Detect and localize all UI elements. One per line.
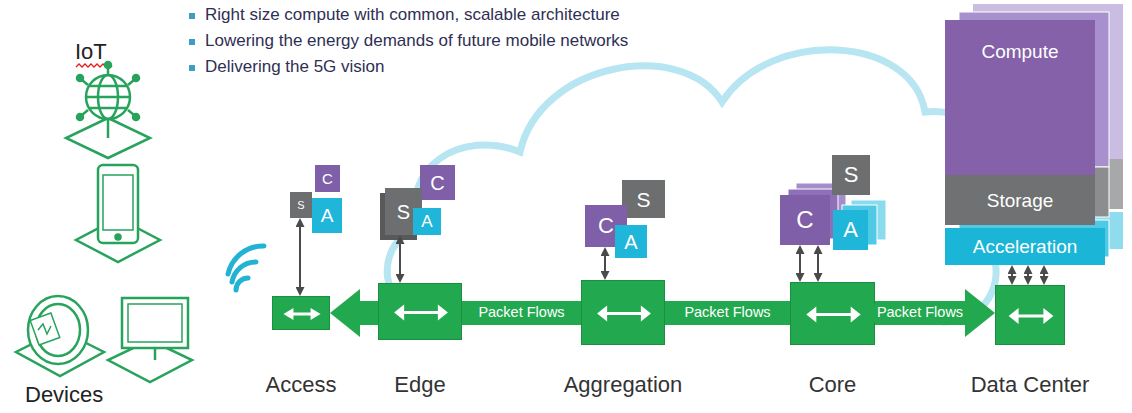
flow-label: Packet Flows [475,304,567,322]
bullet-marker [189,39,195,45]
resource-label: C [322,171,333,186]
arrow-shaft [812,313,854,316]
arrow-head [1009,308,1019,324]
link-arrow [1043,274,1045,276]
link-arrow [1027,274,1029,276]
switch-arrows [273,297,331,331]
resource-label: A [321,206,334,225]
switch-arrows [791,283,876,346]
phone-icon [76,165,160,262]
arrow-shaft [400,311,442,314]
switch-arrows [996,286,1066,346]
network-switch: Access [272,296,330,330]
resource-label: Storage [987,191,1054,210]
network-switch: Aggregation [581,280,665,345]
link-arrow [1011,274,1013,276]
link-arrow [399,244,401,274]
network-switch: Data Center [995,285,1065,345]
bullet-text: Right size compute with common, scalable… [205,6,620,25]
devices-label: Devices [25,383,103,407]
iot-heading: IoT [75,40,107,64]
arrow-shaft [603,312,645,315]
resource-box: A [312,198,342,233]
packet-flow-band [462,301,581,325]
resource-box: Storage [945,175,1095,225]
monitor-icon [108,298,192,382]
resource-label: C [598,215,614,237]
arrow-head [283,308,293,320]
resource-box: C [780,195,830,245]
resource-box: S [622,180,665,218]
arrow-head [851,307,861,323]
link-arrow [299,227,301,287]
watch-icon [16,296,104,376]
network-switch: Edge [378,283,462,340]
tier-label: Access [266,374,337,396]
resource-box: Acceleration [945,228,1105,265]
tier-label: Data Center [971,374,1090,396]
resource-label: A [843,219,858,241]
resource-label: S [297,200,304,211]
tier-label: Core [809,374,857,396]
wifi-symbol [228,246,264,290]
link-arrow [817,254,819,273]
resource-label: Acceleration [973,237,1078,256]
link-arrow [799,254,801,273]
arrow-head [311,308,321,320]
flow-label: Packet Flows [681,304,773,322]
resource-box: A [615,225,647,258]
switch-arrows [379,284,463,341]
arrow-head [597,306,607,322]
resource-box: S [290,192,312,218]
flow-label: Packet Flows [874,304,966,322]
globe-icon [66,62,150,158]
resource-box: A [833,210,868,250]
bullet-marker [189,65,195,71]
network-switch: Core [790,282,875,345]
resource-box: C [315,165,340,192]
resource-box: S [832,155,870,195]
resource-label: A [421,213,432,230]
resource-label: C [796,208,813,232]
resource-label: Compute [981,42,1058,61]
tier-label: Edge [394,374,445,396]
packet-flow-band [360,301,378,325]
packet-flow-band [665,301,790,325]
resource-box: C [420,165,455,200]
resource-label: S [844,164,859,186]
arrow-shaft [1015,315,1048,318]
bullet-marker [189,13,195,19]
arrow-head [641,306,651,322]
resource-label: S [397,202,410,222]
arrow-head [438,305,448,321]
resource-label: C [430,173,444,193]
arrow-head [1043,308,1053,324]
bullet-text: Lowering the energy demands of future mo… [205,32,628,51]
resource-box: A [413,208,441,235]
switch-arrows [582,281,666,346]
resource-box: Compute [945,20,1095,175]
tier-label: Aggregation [564,374,683,396]
link-arrow [604,256,606,271]
cloud-outline [387,50,996,322]
resource-label: A [624,232,637,252]
bullet-text: Delivering the 5G vision [205,58,385,77]
arrow-head [806,307,816,323]
arrow-head [394,305,404,321]
resource-label: S [636,189,650,210]
